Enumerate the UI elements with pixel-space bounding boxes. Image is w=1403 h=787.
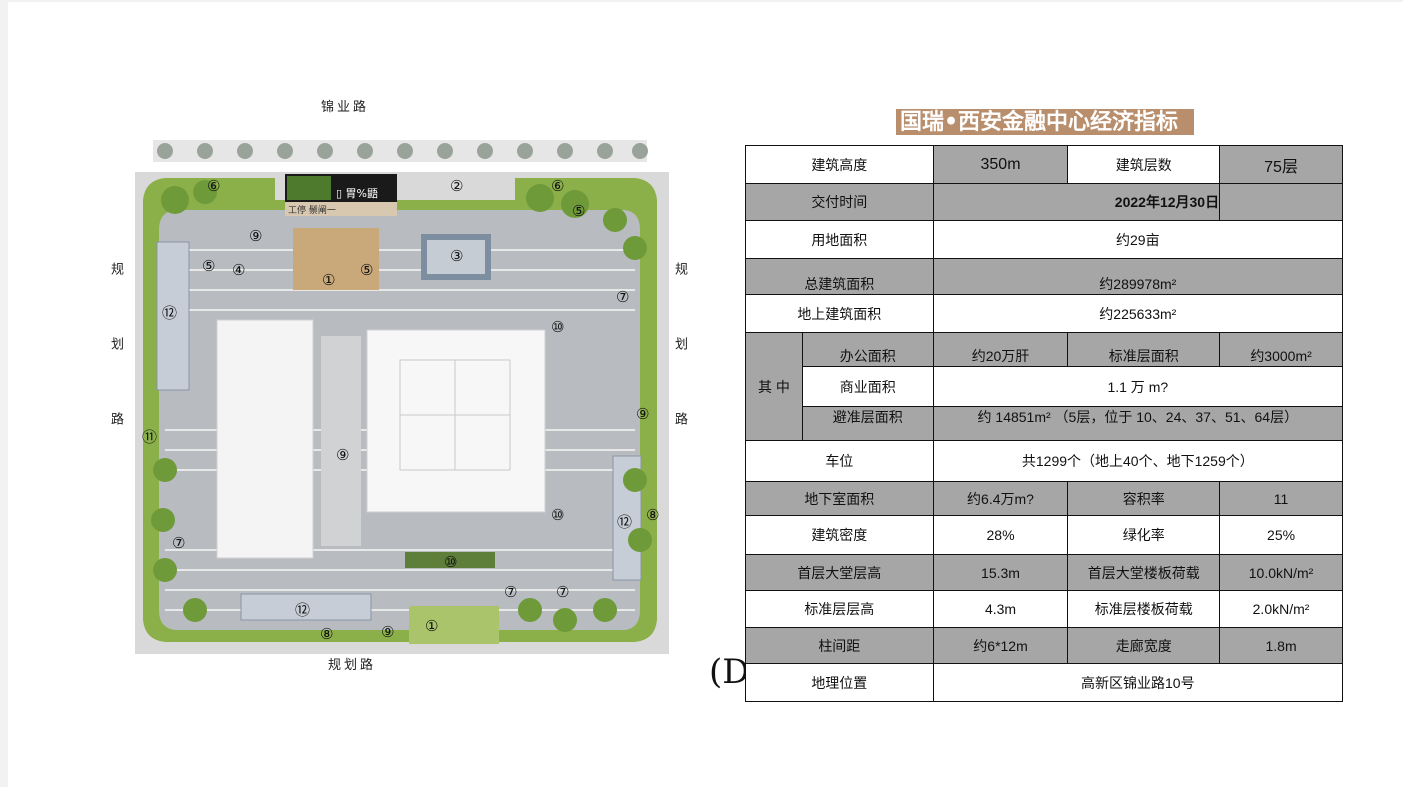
table-row: 地下室面积 约6.4万m? 容积率 11	[745, 481, 1343, 516]
standard-floor-area-value: 约3000m²	[1219, 332, 1343, 367]
total-area-label: 总建筑面积	[745, 258, 934, 295]
lobby-load-value: 10.0kN/m²	[1219, 554, 1343, 591]
lobby-height-value: 15.3m	[932, 554, 1069, 591]
standard-floor-load-value: 2.0kN/m²	[1219, 590, 1343, 628]
road-label-left: 规划路	[108, 262, 123, 487]
site-plan-image	[135, 140, 669, 654]
plan-marker: ⑤	[360, 261, 374, 279]
table-row: 首层大堂层高 15.3m 首层大堂楼板荷载 10.0kN/m²	[745, 554, 1343, 591]
plan-marker: ⑨	[381, 623, 395, 641]
corridor-width-label: 走廊宽度	[1067, 627, 1221, 664]
table-row: 车位 共1299个（地上40个、地下1259个）	[745, 440, 1344, 482]
above-ground-value: 约225633m²	[932, 294, 1344, 333]
road-label-top: 锦业路	[321, 96, 430, 115]
economic-indicators-table: 建筑高度 350m 建筑层数 75层 交付时间 2022年12月30日 用地面积…	[745, 145, 1344, 702]
plan-marker: ⑦	[556, 583, 570, 601]
standard-floor-height-label: 标准层层高	[745, 590, 934, 628]
table-row: 建筑高度 350m 建筑层数 75层	[745, 145, 1343, 184]
plan-marker: ①	[425, 617, 439, 635]
plan-legend-line2: 工停 鬃阐一	[288, 206, 336, 216]
plan-marker: ⑤	[202, 257, 216, 275]
table-row: 柱间距 约6*12m 走廊宽度 1.8m	[745, 627, 1343, 664]
parking-value: 共1299个（地上40个、地下1259个）	[932, 440, 1344, 482]
plan-marker: ⑥	[551, 177, 565, 195]
plan-marker: ⑩	[551, 506, 565, 524]
lobby-load-label: 首层大堂楼板荷载	[1067, 554, 1221, 591]
delivery-label: 交付时间	[745, 183, 934, 221]
column-spacing-label: 柱间距	[745, 627, 934, 664]
land-value: 约29亩	[932, 220, 1344, 259]
plan-marker: ⑧	[320, 625, 334, 643]
standard-floor-height-value: 4.3m	[932, 590, 1069, 628]
standard-floor-load-label: 标准层楼板荷载	[1067, 590, 1221, 628]
table-row: 地上建筑面积 约225633m²	[745, 294, 1344, 333]
table-row: 商业面积 1.1 万 m?	[746, 366, 1344, 407]
plan-marker: ⑥	[207, 177, 221, 195]
density-value: 28%	[932, 515, 1069, 555]
plan-marker: ⑧	[646, 506, 660, 524]
plan-marker: ⑩	[551, 318, 565, 336]
table-row: 其 中 办公面积 约20万肝 标准层面积 约3000m²	[745, 332, 1343, 441]
plan-marker: ⑪	[142, 428, 158, 446]
office-area-value: 约20万肝	[932, 332, 1069, 367]
of-which-label: 其 中	[745, 332, 803, 441]
basement-area-value: 约6.4万m?	[932, 481, 1069, 516]
floors-value: 75层	[1219, 145, 1343, 184]
height-value: 350m	[932, 145, 1069, 184]
plan-marker: ①	[322, 271, 336, 289]
plan-marker: ⑫	[295, 601, 311, 619]
plan-legend-line1: ▯ 胃%鼯	[336, 187, 379, 200]
table-row: 地理位置 高新区锦业路10号	[745, 663, 1344, 702]
refuge-area-value: 约 14851m² （5层，位于 10、24、37、51、64层）	[932, 406, 1344, 441]
standard-floor-area-label: 标准层面积	[1067, 332, 1221, 367]
far-value: 11	[1219, 481, 1343, 516]
lobby-height-label: 首层大堂层高	[745, 554, 934, 591]
plan-marker: ⑦	[172, 534, 186, 552]
total-area-value: 约289978m²	[932, 258, 1344, 295]
retail-area-label: 商业面积	[801, 366, 934, 407]
corridor-width-value: 1.8m	[1219, 627, 1343, 664]
stray-text: (D	[709, 652, 750, 692]
green-ratio-label: 绿化率	[1067, 515, 1221, 555]
plan-marker: ②	[450, 177, 464, 195]
plan-marker: ⑨	[636, 405, 650, 423]
plan-marker: ⑨	[249, 227, 263, 245]
plan-marker: ⑨	[336, 446, 350, 464]
density-label: 建筑密度	[745, 515, 934, 555]
plan-marker: ③	[450, 247, 464, 265]
office-area-label: 办公面积	[801, 332, 934, 367]
road-label-right: 规划路	[672, 262, 687, 487]
retail-area-value: 1.1 万 m?	[932, 366, 1344, 407]
refuge-area-label: 避准层面积	[801, 406, 934, 441]
height-label: 建筑高度	[745, 145, 934, 184]
table-row: 用地面积 约29亩	[745, 220, 1344, 259]
table-row: 避准层面积 约 14851m² （5层，位于 10、24、37、51、64层）	[746, 406, 1344, 441]
table-row: 交付时间 2022年12月30日	[745, 183, 1343, 221]
plan-marker: ⑦	[504, 583, 518, 601]
delivery-value: 2022年12月30日	[932, 183, 1221, 221]
above-ground-label: 地上建筑面积	[745, 294, 934, 333]
location-label: 地理位置	[745, 663, 934, 702]
plan-marker: ⑦	[616, 288, 630, 306]
plan-marker: ⑩	[444, 553, 458, 571]
green-ratio-value: 25%	[1219, 515, 1343, 555]
document-title: 国瑞•西安金融中心经济指标	[896, 109, 1194, 135]
delivery-empty-cell	[1219, 183, 1343, 221]
column-spacing-value: 约6*12m	[932, 627, 1069, 664]
table-row: 总建筑面积 约289978m²	[745, 258, 1344, 295]
table-row: 标准层层高 4.3m 标准层楼板荷载 2.0kN/m²	[745, 590, 1343, 628]
table-row: 建筑密度 28% 绿化率 25%	[745, 515, 1343, 555]
parking-label: 车位	[745, 440, 934, 482]
plan-marker: ④	[232, 261, 246, 279]
plan-marker: ⑫	[162, 304, 178, 322]
plan-marker: ⑫	[617, 513, 633, 531]
plan-marker: ⑤	[572, 202, 586, 220]
land-label: 用地面积	[745, 220, 934, 259]
floors-label: 建筑层数	[1067, 145, 1221, 184]
location-value: 高新区锦业路10号	[932, 663, 1344, 702]
road-label-bottom: 规划路	[328, 658, 377, 673]
basement-area-label: 地下室面积	[745, 481, 934, 516]
far-label: 容积率	[1067, 481, 1221, 516]
